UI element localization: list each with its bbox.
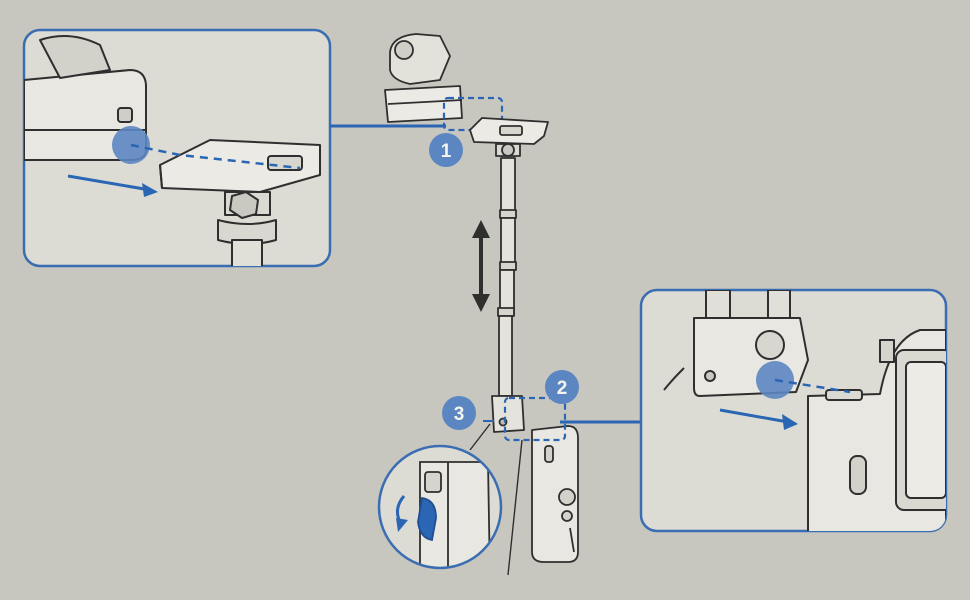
double-arrow-icon <box>472 220 490 312</box>
insert-arrow-icon <box>719 408 798 430</box>
step-3-label: 3 <box>454 404 465 425</box>
inset-right <box>639 288 948 533</box>
step-badge-3: 3 <box>442 396 476 430</box>
insert-arrow-icon <box>67 174 158 197</box>
main-assembly <box>384 33 579 576</box>
inset-top-left <box>22 28 332 268</box>
step-1-label: 1 <box>441 141 452 162</box>
step-2-label: 2 <box>557 378 568 399</box>
step-badge-2: 2 <box>545 370 579 404</box>
rotate-arrow-icon <box>396 495 408 532</box>
step-badge-1: 1 <box>429 133 463 167</box>
inset-circle-latch <box>377 444 503 570</box>
